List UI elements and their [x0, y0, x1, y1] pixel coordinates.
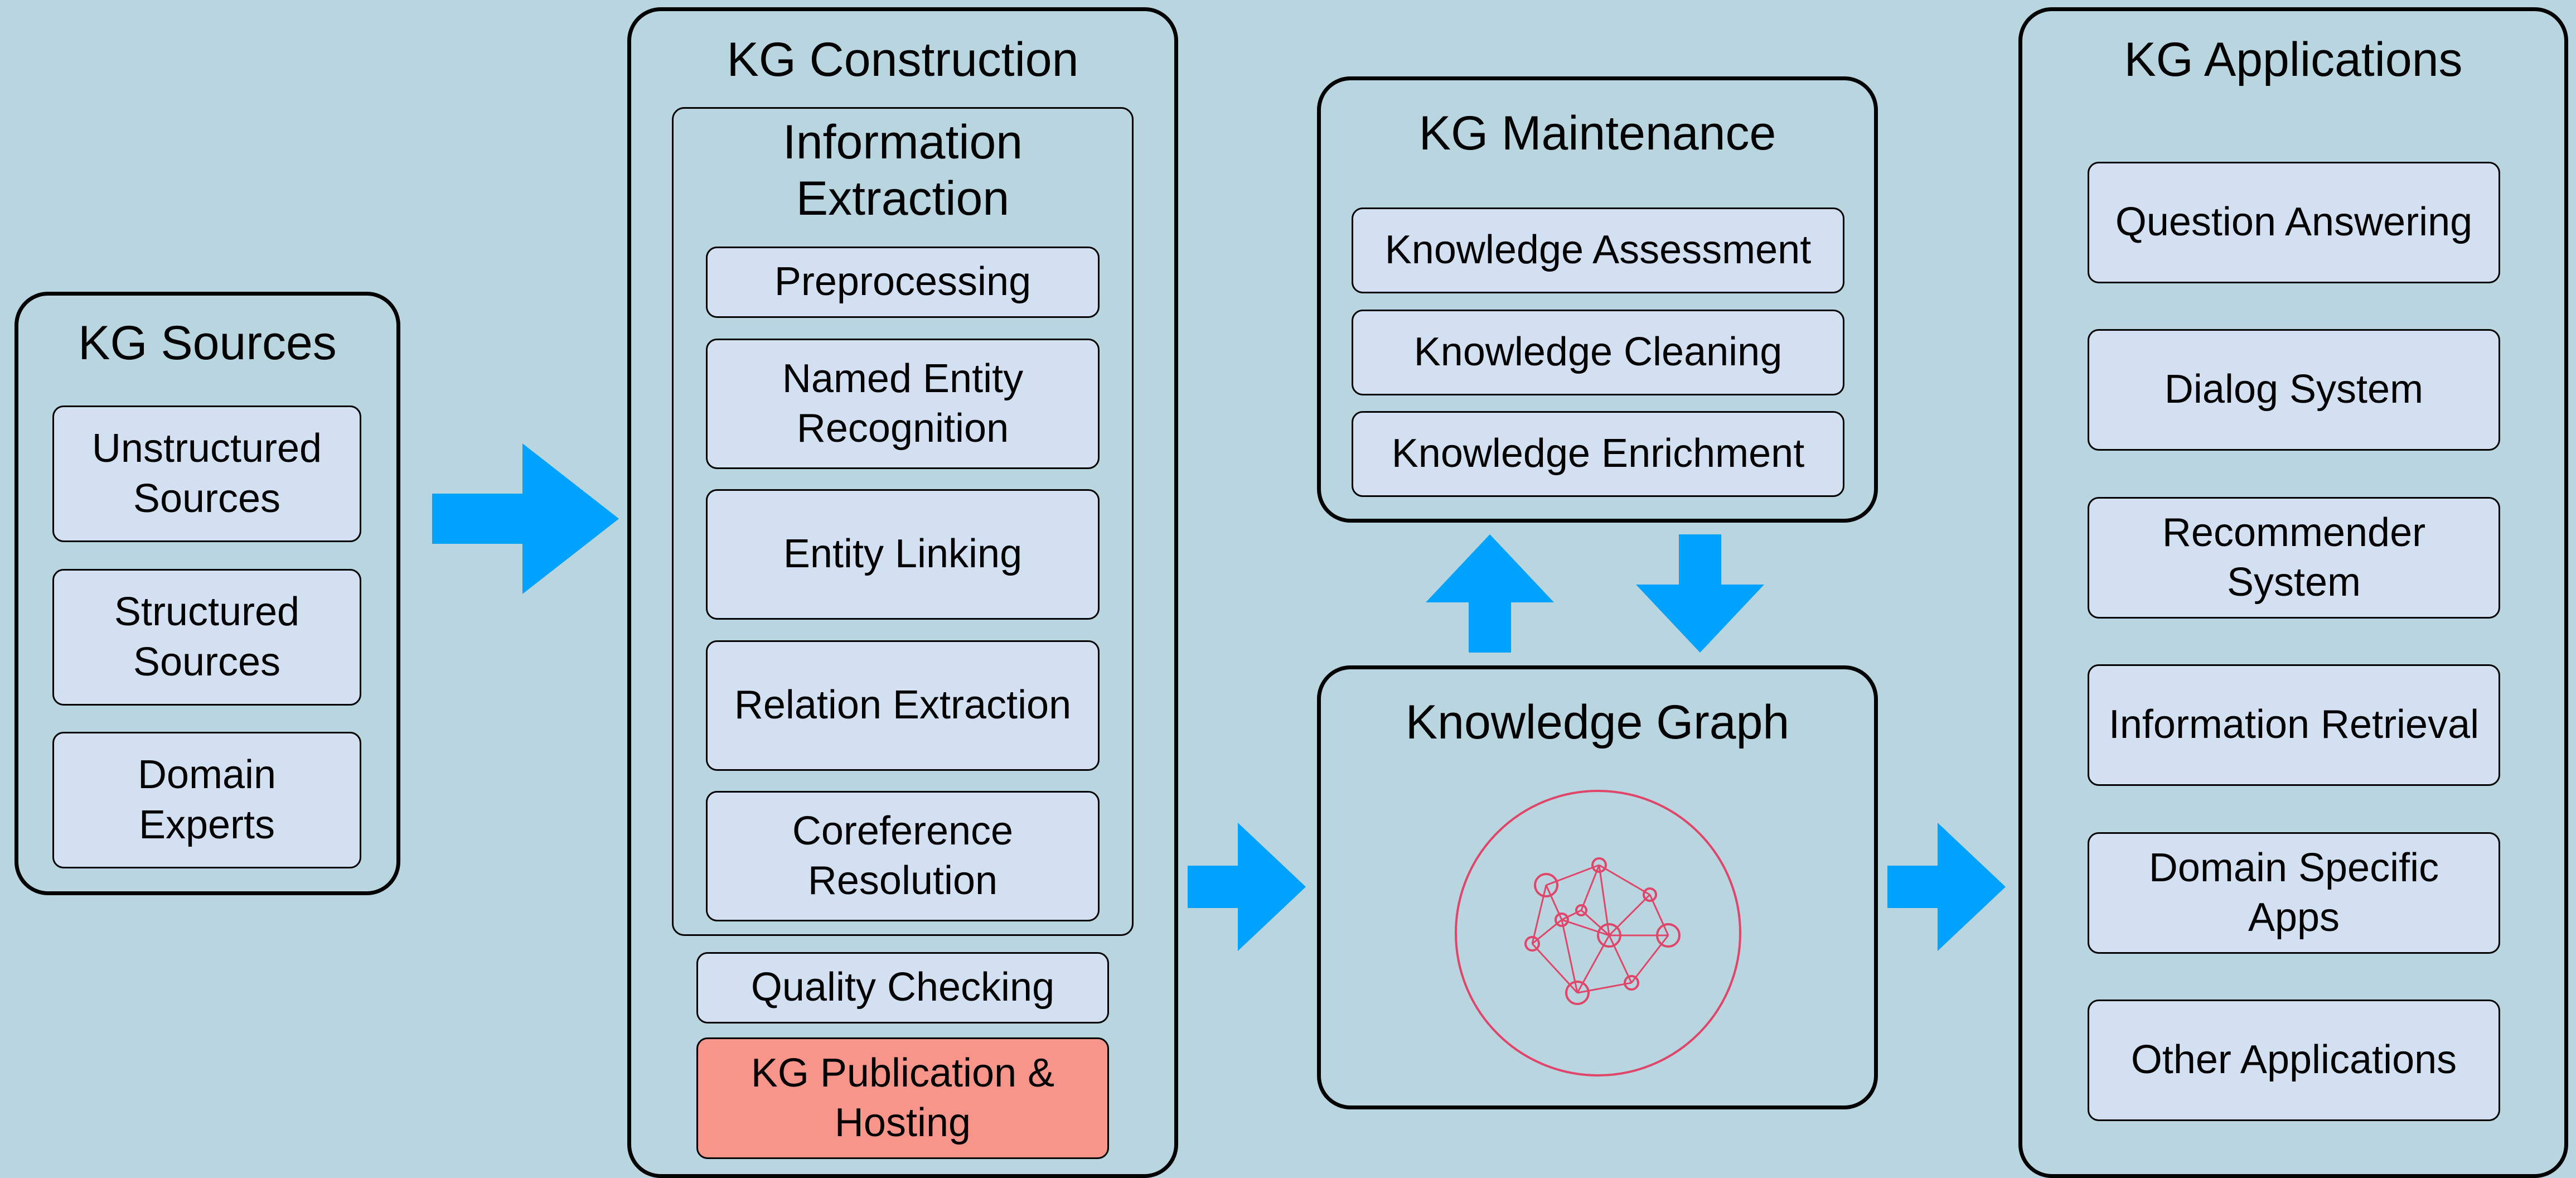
application-item-dialog-system: Dialog System — [2088, 329, 2500, 451]
source-item-domain-experts: Domain Experts — [52, 732, 361, 868]
maintenance-item-assessment: Knowledge Assessment — [1352, 207, 1844, 293]
source-item-unstructured: Unstructured Sources — [52, 405, 361, 542]
application-item-other-applications: Other Applications — [2088, 1000, 2500, 1121]
kg-publication-box: KG Publication & Hosting — [696, 1037, 1109, 1159]
extraction-item-relation-extraction: Relation Extraction — [706, 640, 1100, 771]
quality-checking-box: Quality Checking — [696, 952, 1109, 1023]
knowledge-graph-panel: Knowledge Graph — [1317, 665, 1878, 1109]
arrow-right-icon — [1887, 823, 2006, 951]
application-item-information-retrieval: Information Retrieval — [2088, 664, 2500, 786]
kg-applications-title: KG Applications — [2124, 33, 2463, 86]
kg-construction-title: KG Construction — [727, 33, 1079, 86]
extraction-item-coreference: Coreference Resolution — [706, 791, 1100, 921]
application-item-recommender-system: Recommender System — [2088, 497, 2500, 619]
network-graph-icon — [1455, 790, 1741, 1076]
application-item-domain-specific-apps: Domain Specific Apps — [2088, 832, 2500, 954]
arrow-right-icon — [432, 443, 619, 594]
maintenance-item-cleaning: Knowledge Cleaning — [1352, 310, 1844, 395]
source-item-structured: Structured Sources — [52, 569, 361, 706]
knowledge-graph-title: Knowledge Graph — [1405, 696, 1790, 749]
maintenance-item-enrichment: Knowledge Enrichment — [1352, 411, 1844, 497]
application-item-question-answering: Question Answering — [2088, 162, 2500, 283]
kg-sources-title: KG Sources — [78, 316, 337, 370]
information-extraction-title: Information Extraction — [782, 115, 1023, 225]
arrow-up-icon — [1426, 534, 1554, 653]
extraction-item-ner: Named Entity Recognition — [706, 339, 1100, 469]
extraction-item-entity-linking: Entity Linking — [706, 489, 1100, 620]
arrow-right-icon — [1188, 823, 1306, 951]
kg-maintenance-title: KG Maintenance — [1418, 107, 1776, 160]
arrow-down-icon — [1636, 534, 1764, 653]
extraction-item-preprocessing: Preprocessing — [706, 247, 1100, 318]
